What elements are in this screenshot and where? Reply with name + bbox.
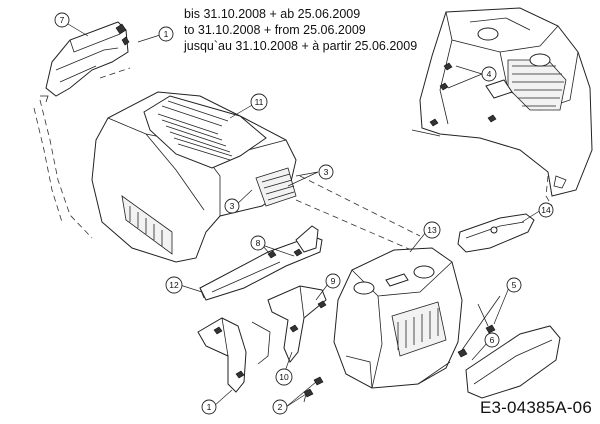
- leader-lines: [67, 23, 542, 408]
- callout-12: 12: [165, 276, 183, 294]
- part-5-fasteners: [457, 295, 501, 358]
- part-13-front-grille: [333, 247, 463, 389]
- part-6-front-lens: [465, 325, 561, 399]
- callout-5: 5: [506, 277, 522, 293]
- svg-text:1: 1: [207, 402, 212, 412]
- svg-text:11: 11: [255, 97, 264, 107]
- validity-note-de: bis 31.10.2008 + ab 25.06.2009: [184, 7, 361, 21]
- svg-text:6: 6: [490, 335, 495, 345]
- callout-8: 8: [250, 235, 266, 251]
- part-4-rear-body: [411, 7, 593, 207]
- callout-2: 2: [272, 399, 288, 415]
- svg-text:8: 8: [256, 238, 261, 248]
- svg-text:10: 10: [279, 372, 289, 382]
- svg-text:3: 3: [324, 167, 329, 177]
- svg-text:12: 12: [169, 280, 179, 290]
- part-14-lens: [457, 213, 535, 253]
- left-lower-bracket: [197, 317, 247, 393]
- callout-9: 9: [325, 273, 341, 289]
- callout-14: 14: [538, 202, 554, 218]
- svg-text:3: 3: [230, 201, 235, 211]
- svg-text:1: 1: [164, 29, 169, 39]
- svg-text:5: 5: [512, 280, 517, 290]
- svg-text:7: 7: [60, 15, 65, 25]
- validity-note-fr: jusqu`au 31.10.2008 + à partir 25.06.200…: [184, 39, 418, 53]
- svg-text:14: 14: [541, 205, 551, 215]
- callout-1-bottom: 1: [201, 399, 217, 415]
- callout-3-right: 3: [318, 164, 334, 180]
- callout-3-left: 3: [224, 198, 240, 214]
- svg-text:2: 2: [278, 402, 283, 412]
- callout-6: 6: [484, 332, 500, 348]
- part-2-screws: [303, 376, 324, 403]
- callout-10: 10: [275, 368, 293, 386]
- part-7-dash-panel: [33, 21, 131, 239]
- svg-text:13: 13: [427, 225, 437, 235]
- callout-13: 13: [423, 221, 441, 239]
- callout-4: 4: [481, 66, 497, 82]
- svg-text:4: 4: [487, 69, 492, 79]
- validity-note-en: to 31.10.2008 + from 25.06.2009: [184, 23, 366, 37]
- callout-7: 7: [54, 12, 70, 28]
- part-11-hood: [91, 91, 421, 263]
- svg-text:9: 9: [331, 276, 336, 286]
- part-12-bracket: [199, 225, 323, 301]
- callout-1-top: 1: [158, 26, 174, 42]
- document-code: E3-04385A-06: [479, 398, 592, 417]
- callout-11: 11: [250, 93, 268, 111]
- part-10-lower-bracket: [251, 285, 327, 365]
